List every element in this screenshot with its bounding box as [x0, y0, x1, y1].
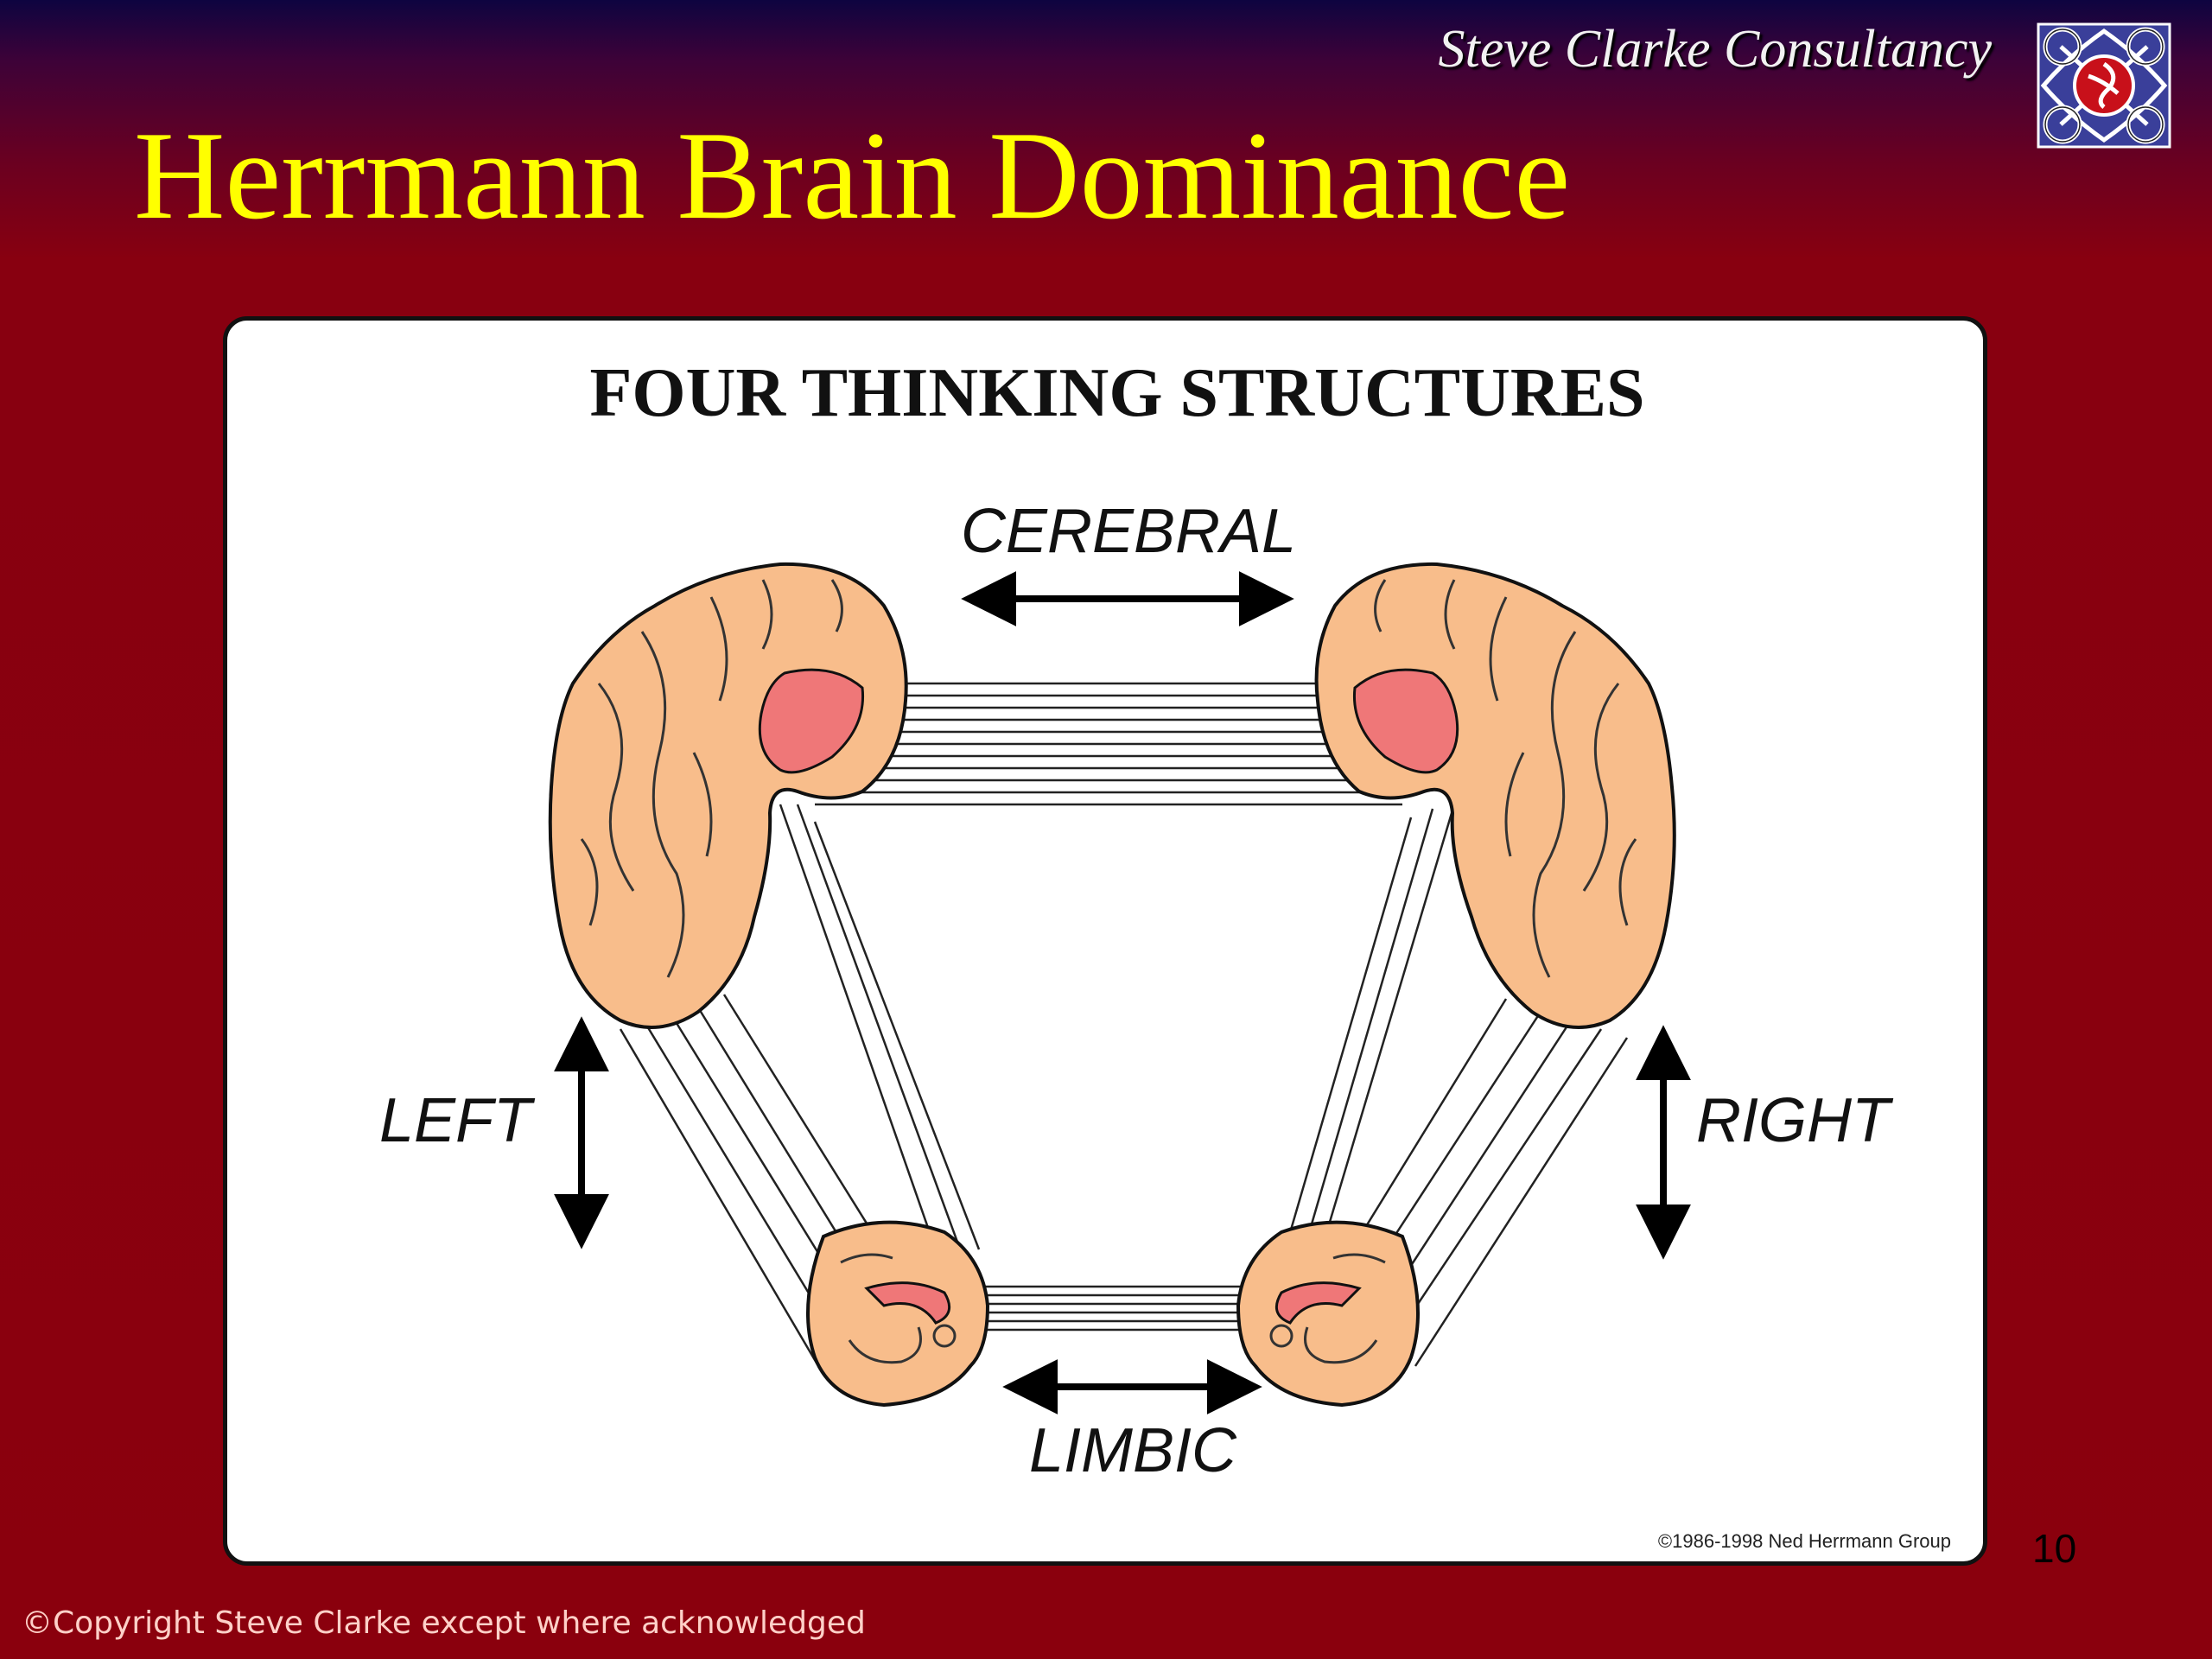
slide-title: Herrmann Brain Dominance — [134, 105, 1571, 245]
page-number: 10 — [2032, 1526, 2077, 1571]
diagram-panel: FOUR THINKING STRUCTURES CEREBRAL — [223, 316, 1987, 1566]
lower-left-limbic — [806, 1220, 990, 1408]
right-fibers — [1280, 804, 1629, 1367]
celtic-knot-icon — [2037, 22, 2171, 149]
copyright-notice: ©Copyright Steve Clarke except where ack… — [22, 1605, 866, 1641]
lower-right-limbic — [1236, 1220, 1420, 1408]
diagram-credit: ©1986-1998 Ned Herrmann Group — [1658, 1530, 1951, 1552]
brain-diagram: FOUR THINKING STRUCTURES CEREBRAL — [379, 355, 1951, 1552]
limbic-label: LIMBIC — [1029, 1416, 1237, 1485]
upper-left-brain — [548, 562, 908, 1029]
left-label: LEFT — [379, 1086, 536, 1155]
upper-right-brain — [1314, 562, 1676, 1029]
right-label: RIGHT — [1696, 1086, 1894, 1155]
cerebral-label: CEREBRAL — [961, 497, 1296, 566]
brand-name: Steve Clarke Consultancy — [1438, 20, 1993, 79]
cerebral-fibers — [815, 682, 1402, 806]
diagram-heading: FOUR THINKING STRUCTURES — [590, 355, 1645, 431]
